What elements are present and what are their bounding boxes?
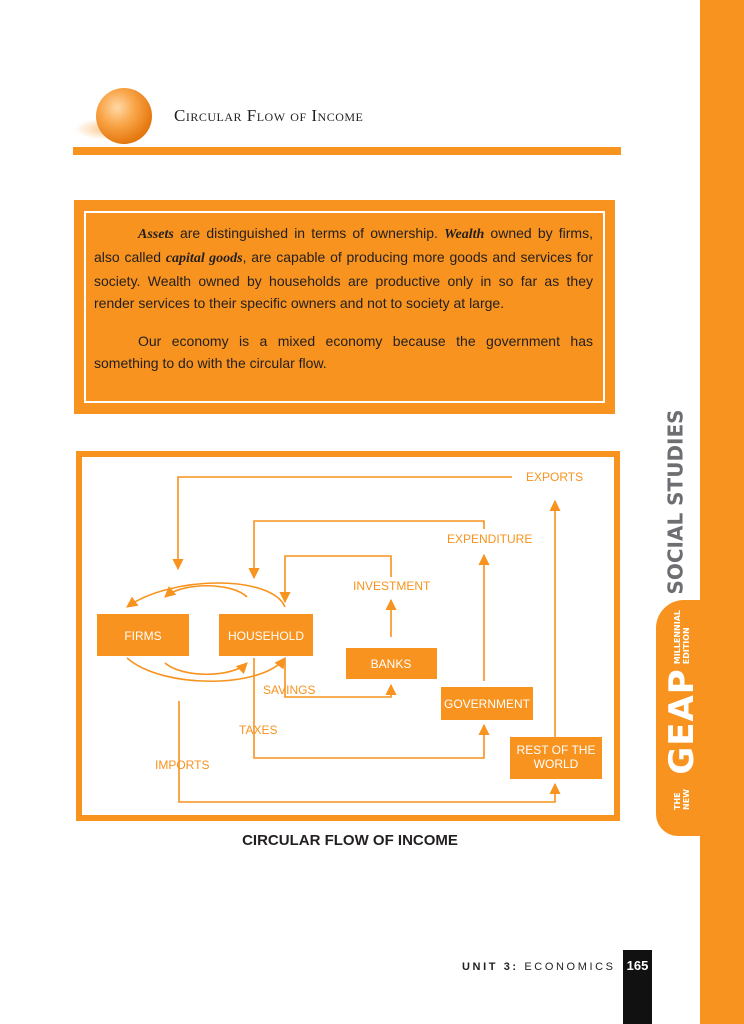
emphasis-term: capital goods xyxy=(165,251,243,266)
taxes-label: TAXES xyxy=(239,723,277,737)
taxes-flow xyxy=(253,658,490,759)
brand-suffix-2: EDITION xyxy=(682,627,691,665)
banks-label: BANKS xyxy=(371,657,412,671)
expenditure-line xyxy=(248,520,485,580)
exports-label: EXPORTS xyxy=(526,470,583,484)
header-rule xyxy=(73,147,621,155)
curve-outer-bottom xyxy=(126,657,286,683)
paragraph-text: owned by firms, also called xyxy=(94,225,593,265)
curve-inner-top xyxy=(164,584,248,598)
circular-flow-diagram: FIRMS HOUSEHOLD BANKS GOVERNMENT REST OF… xyxy=(76,451,620,821)
footer-unit: UNIT 3: ECONOMICS xyxy=(462,961,616,973)
page-number: 165 xyxy=(626,958,649,973)
expenditure-label: EXPENDITURE xyxy=(447,532,532,546)
brand-suffix-1: MILLENNIAL xyxy=(673,610,682,665)
government-label: GOVERNMENT xyxy=(444,697,531,711)
imports-label: IMPORTS xyxy=(155,758,209,772)
banks-box xyxy=(346,648,437,679)
info-box-inner: Assets are distinguished in terms of own… xyxy=(84,211,605,403)
imports-flow xyxy=(178,701,561,803)
paragraph-text: are distinguished in terms of ownership. xyxy=(173,225,445,241)
brand-logo: THE NEW GEAP MILLENNIAL EDITION xyxy=(660,610,704,810)
footer-unit-name: ECONOMICS xyxy=(524,961,616,973)
firms-label: FIRMS xyxy=(124,629,161,643)
savings-flow xyxy=(284,658,397,698)
diagram-caption: CIRCULAR FLOW OF INCOME xyxy=(242,832,458,849)
firms-box xyxy=(97,614,189,656)
subject-label: SOCIAL STUDIES xyxy=(664,409,689,595)
subject-title: SOCIAL STUDIES xyxy=(653,409,699,594)
brand-tab xyxy=(656,600,744,836)
page-title: Circular Flow of Income xyxy=(174,106,364,125)
brand-name: GEAP xyxy=(662,668,702,775)
side-color-bar xyxy=(700,0,744,1024)
paragraph-mixed-economy-text: Our economy is a mixed economy because t… xyxy=(94,333,593,371)
paragraph-text: , are capable of producing more goods an… xyxy=(94,249,593,311)
paragraph-mixed-economy: Our economy is a mixed economy because t… xyxy=(94,330,593,374)
rest-of-world-label-1: REST OF THE xyxy=(517,743,596,757)
brand-prefix: THE NEW xyxy=(673,789,691,810)
household-label: HOUSEHOLD xyxy=(228,629,304,643)
curve-outer-top xyxy=(126,582,286,608)
government-box xyxy=(441,687,533,720)
savings-label: SAVINGS xyxy=(263,683,315,697)
curve-inner-bottom xyxy=(164,662,248,676)
info-box: Assets are distinguished in terms of own… xyxy=(74,200,615,414)
rest-of-world-label-2: WORLD xyxy=(534,757,579,771)
globe-icon xyxy=(96,88,152,144)
emphasis-term: Assets xyxy=(138,227,174,242)
rest-of-world-box xyxy=(510,737,602,779)
diagram-svg: FIRMS HOUSEHOLD BANKS GOVERNMENT REST OF… xyxy=(97,470,602,803)
household-box xyxy=(219,614,313,656)
investment-label: INVESTMENT xyxy=(353,579,431,593)
emphasis-term: Wealth xyxy=(444,227,485,242)
exports-line xyxy=(172,476,512,571)
footer-unit-label: UNIT 3: xyxy=(462,961,519,973)
paragraph-assets: Assets are distinguished in terms of own… xyxy=(94,222,593,314)
investment-line xyxy=(279,555,392,604)
page-number-tab xyxy=(623,950,652,1024)
